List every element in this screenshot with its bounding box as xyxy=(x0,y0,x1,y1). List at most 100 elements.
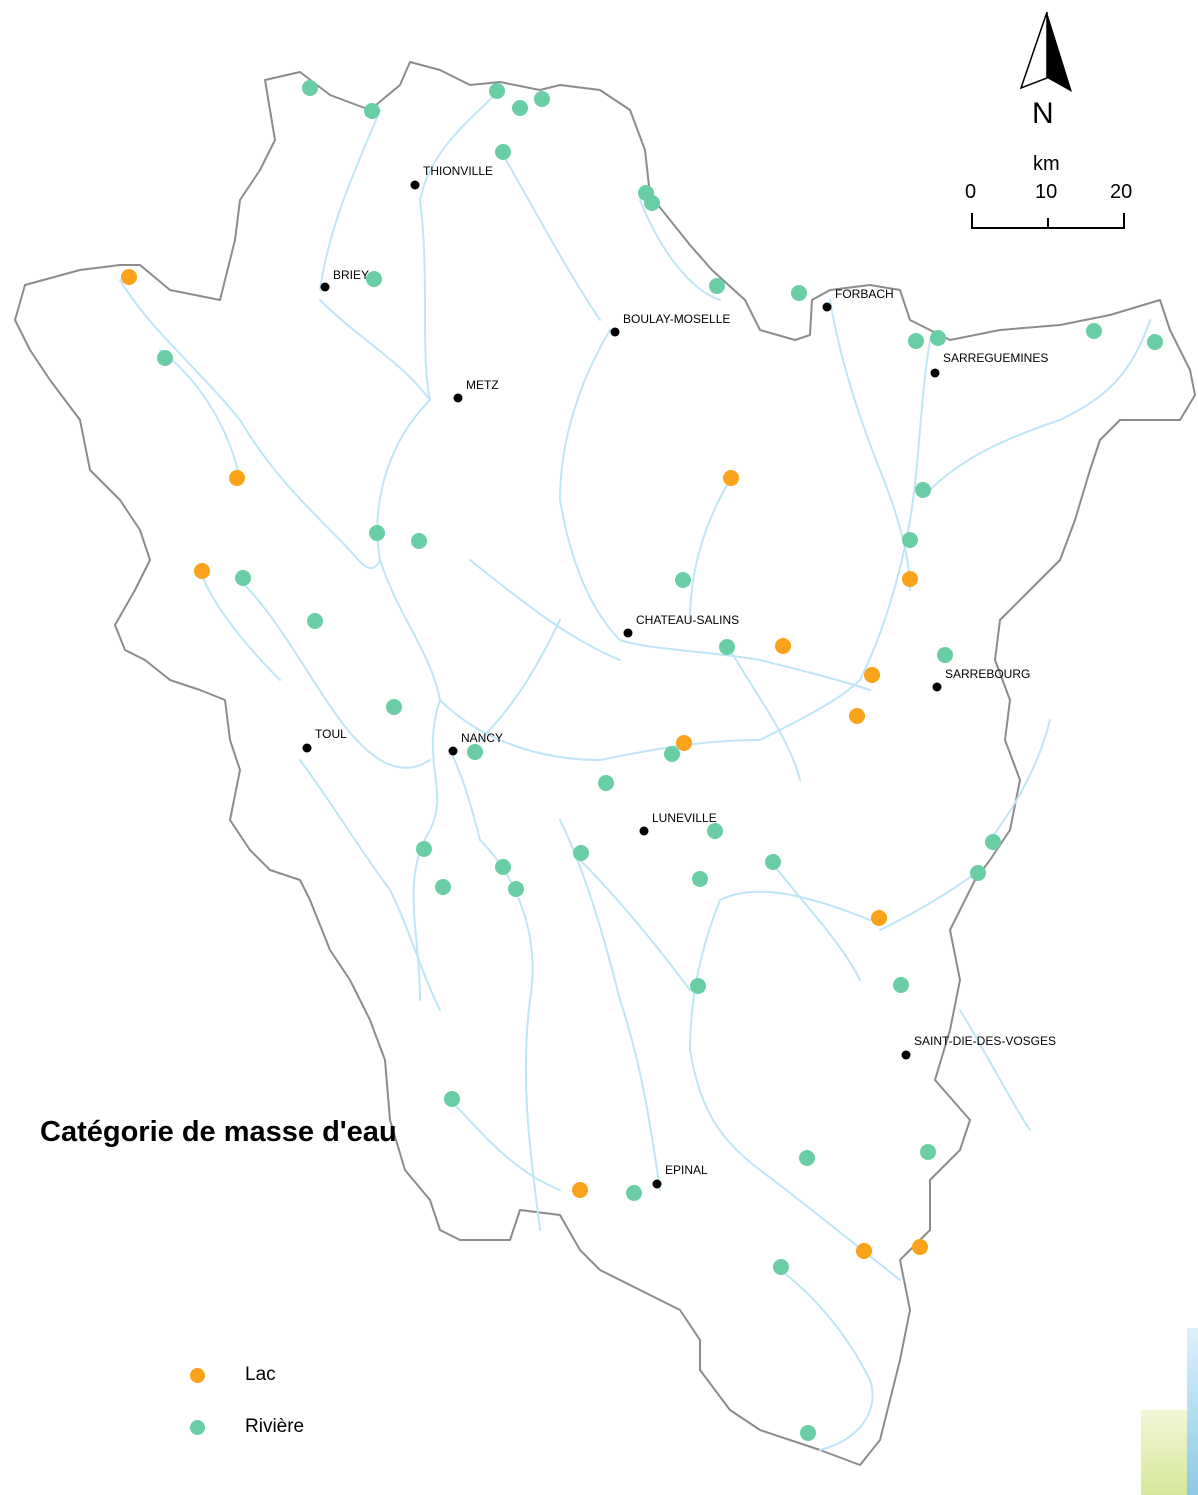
riviere-point xyxy=(366,271,382,287)
riviere-point xyxy=(364,103,380,119)
riviere-point xyxy=(985,834,1001,850)
city-marker xyxy=(410,180,420,190)
lac-marker-icon xyxy=(190,1367,205,1383)
scale-tick-20: 20 xyxy=(1110,181,1132,203)
riviere-point xyxy=(512,100,528,116)
scale-bar: km 0 10 20 xyxy=(965,153,1132,229)
north-arrow: N xyxy=(1019,11,1072,130)
riviere-point xyxy=(791,285,807,301)
riviere-point xyxy=(495,859,511,875)
riviere-point xyxy=(1147,334,1163,350)
scale-tick-10: 10 xyxy=(1035,181,1057,203)
lac-point xyxy=(849,708,865,724)
lac-point xyxy=(121,269,137,285)
riviere-point xyxy=(719,639,735,655)
city-marker xyxy=(932,682,942,692)
cities: THIONVILLE BRIEY BOULAY-MOSELLE FORBACH … xyxy=(302,164,1056,1189)
lac-point xyxy=(572,1182,588,1198)
riviere-point xyxy=(435,879,451,895)
lac-point xyxy=(864,667,880,683)
riviere-point xyxy=(444,1091,460,1107)
city-label-nancy: NANCY xyxy=(461,731,503,745)
water-body-points xyxy=(121,80,1163,1441)
lac-point xyxy=(194,563,210,579)
riviere-point xyxy=(970,865,986,881)
lac-point xyxy=(229,470,245,486)
city-marker xyxy=(623,628,633,638)
riviere-point xyxy=(369,525,385,541)
riviere-point xyxy=(692,871,708,887)
city-label-toul: TOUL xyxy=(315,727,347,741)
region-boundary xyxy=(14,61,1196,1466)
riviere-point xyxy=(416,841,432,857)
scale-unit: km xyxy=(1033,153,1060,175)
lac-point xyxy=(676,735,692,751)
city-label-epinal: EPINAL xyxy=(665,1163,708,1177)
city-marker xyxy=(930,368,940,378)
legend-label-lac: Lac xyxy=(245,1364,276,1385)
city-marker xyxy=(652,1179,662,1189)
riviere-point xyxy=(707,823,723,839)
city-marker xyxy=(302,743,312,753)
city-marker xyxy=(448,746,458,756)
riviere-point xyxy=(915,482,931,498)
city-label-boulay-moselle: BOULAY-MOSELLE xyxy=(623,312,730,326)
legend-label-riviere: Rivière xyxy=(245,1416,305,1437)
city-marker xyxy=(822,302,832,312)
riviere-point xyxy=(902,532,918,548)
riviere-point xyxy=(598,775,614,791)
color-ramp xyxy=(1141,1328,1198,1495)
legend-item-riviere: Rivière xyxy=(190,1413,304,1441)
lac-point xyxy=(902,571,918,587)
riviere-point xyxy=(157,350,173,366)
riviere-point xyxy=(235,570,251,586)
lac-point xyxy=(775,638,791,654)
riviere-point xyxy=(411,533,427,549)
riviere-point xyxy=(495,144,511,160)
riviere-point xyxy=(508,881,524,897)
riviere-point xyxy=(302,80,318,96)
riviere-point xyxy=(690,978,706,994)
riviere-point xyxy=(534,91,550,107)
riviere-point xyxy=(709,278,725,294)
north-label: N xyxy=(1032,97,1054,130)
lac-point xyxy=(912,1239,928,1255)
lac-point xyxy=(856,1243,872,1259)
lac-point xyxy=(723,470,739,486)
legend-item-lac: Lac xyxy=(190,1361,276,1389)
riviere-point xyxy=(573,845,589,861)
riviere-point xyxy=(626,1185,642,1201)
riviere-point xyxy=(930,330,946,346)
city-marker xyxy=(901,1050,911,1060)
riviere-point xyxy=(920,1144,936,1160)
riviere-point xyxy=(893,977,909,993)
riviere-point xyxy=(1086,323,1102,339)
riviere-point xyxy=(765,854,781,870)
city-label-sarreguemines: SARREGUEMINES xyxy=(943,351,1048,365)
city-marker xyxy=(610,327,620,337)
riviere-point xyxy=(307,613,323,629)
riviere-point xyxy=(644,195,660,211)
riviere-point xyxy=(386,699,402,715)
riviere-point xyxy=(489,83,505,99)
city-label-luneville: LUNEVILLE xyxy=(652,811,717,825)
riviere-point xyxy=(664,746,680,762)
riviere-point xyxy=(675,572,691,588)
riviere-point xyxy=(937,647,953,663)
city-marker xyxy=(320,282,330,292)
riviere-point xyxy=(800,1425,816,1441)
riviere-point xyxy=(799,1150,815,1166)
city-label-saint-die-des-vosges: SAINT-DIE-DES-VOSGES xyxy=(914,1034,1056,1048)
city-label-sarrebourg: SARREBOURG xyxy=(945,667,1030,681)
lac-point xyxy=(871,910,887,926)
city-label-thionville: THIONVILLE xyxy=(423,164,493,178)
riviere-point xyxy=(467,744,483,760)
riviere-point xyxy=(773,1259,789,1275)
city-label-briey: BRIEY xyxy=(333,268,369,282)
city-label-metz: METZ xyxy=(466,378,499,392)
riviere-marker-icon xyxy=(190,1419,205,1435)
city-marker xyxy=(639,826,649,836)
city-label-forbach: FORBACH xyxy=(835,287,894,301)
river-network xyxy=(119,89,1151,1451)
